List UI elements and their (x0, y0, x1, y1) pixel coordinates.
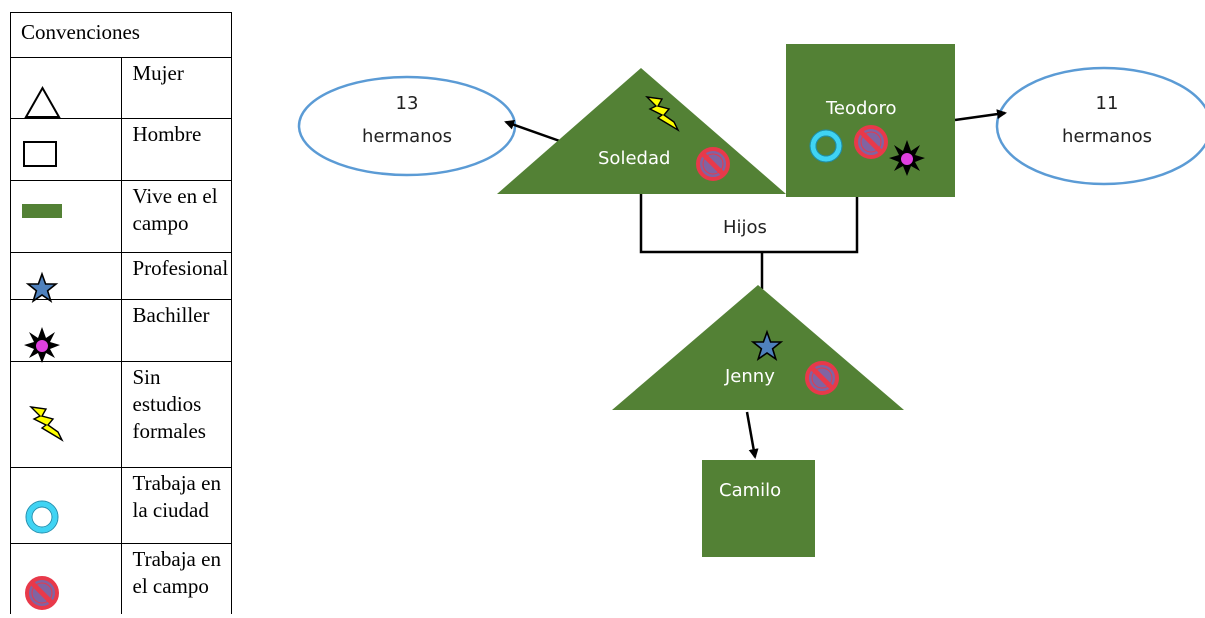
camilo-name: Camilo (719, 480, 782, 501)
legend-icon-cell (10, 118, 122, 181)
teodoro-siblings-count: 11 (1095, 93, 1119, 114)
legend-table: Convenciones Mujer Hombre Vive en el cam… (10, 12, 232, 614)
legend-icon-cell (10, 299, 122, 362)
soledad-triangle (497, 68, 786, 194)
soledad-prohibited-sign-icon (698, 149, 728, 179)
soledad-siblings-count: 13 (395, 93, 419, 114)
legend-label-trabaja-en-el-campo: Trabaja en el campo (120, 543, 232, 614)
legend-title: Convenciones (10, 12, 232, 58)
camilo-square (702, 460, 815, 557)
teodoro-siblings-ellipse (995, 66, 1205, 186)
legend-icon-cell (10, 467, 122, 544)
teodoro-siblings-word: hermanos (1062, 126, 1152, 147)
legend-icon-cell (10, 361, 122, 468)
legend-icon-cell (10, 543, 122, 614)
legend-label-profesional: Profesional (120, 252, 232, 300)
legend-icon-cell (10, 57, 122, 119)
legend-label-hombre: Hombre (120, 118, 232, 181)
legend-label-sin-estudios-formales: Sin estudios formales (120, 361, 232, 468)
legend-label-vive-en-el-campo: Vive en el campo (120, 180, 232, 253)
teodoro-starburst-icon (889, 140, 925, 176)
parents-children-connector (639, 194, 859, 254)
teodoro-square (786, 44, 955, 197)
soledad-siblings-word: hermanos (362, 126, 452, 147)
jenny-prohibited-sign-icon (807, 363, 837, 393)
jenny-triangle (612, 285, 904, 410)
legend-icon-cell (10, 180, 122, 253)
children-label: Hijos (723, 217, 767, 238)
jenny-name: Jenny (725, 366, 775, 387)
teodoro-prohibited-sign-icon (856, 127, 886, 157)
legend-label-bachiller: Bachiller (120, 299, 232, 362)
soledad-name: Soledad (598, 148, 671, 169)
legend-label-trabaja-en-la-ciudad: Trabaja en la ciudad (120, 467, 232, 544)
legend-label-mujer: Mujer (120, 57, 232, 119)
legend-icon-cell (10, 252, 122, 300)
teodoro-name: Teodoro (826, 98, 897, 119)
arrow-to-camilo (745, 411, 759, 459)
arrow-to-teodoro-siblings (954, 109, 1007, 122)
